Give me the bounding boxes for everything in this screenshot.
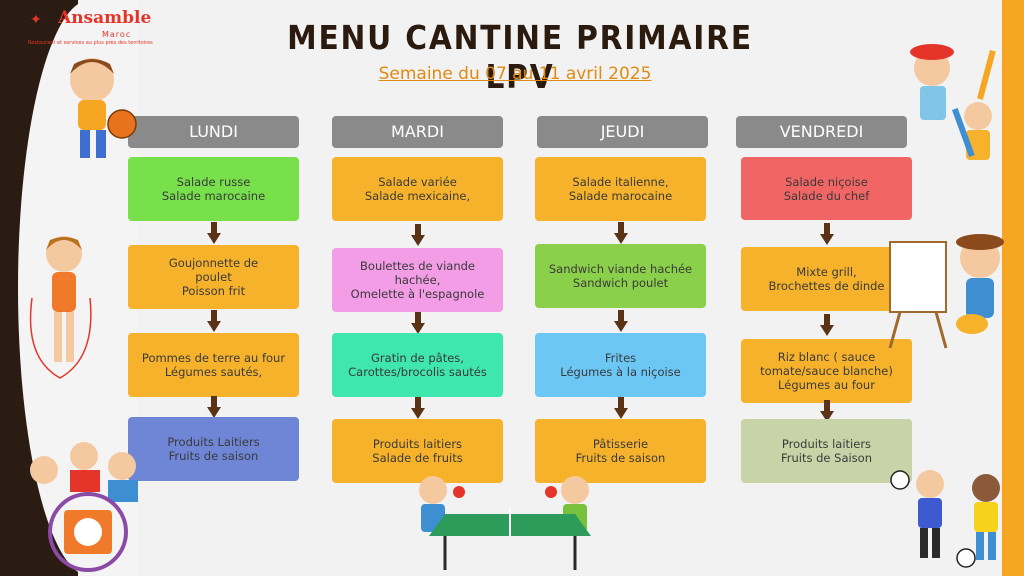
- jump-rope-girl-icon: [29, 236, 92, 379]
- basketball-kid-icon: [70, 58, 137, 158]
- right-decor-band: [1002, 0, 1024, 576]
- logo-tagline: Restaurant et services au plus près des …: [28, 40, 153, 46]
- ansamble-logo: ✦ Ansamble Maroc Restaurant et services …: [28, 8, 153, 48]
- arrow-down-icon: [613, 221, 628, 246]
- logo-sub: Maroc: [102, 30, 132, 39]
- painter-kids-pencils-icon: [910, 44, 996, 160]
- arrow-down-icon: [410, 397, 425, 421]
- menu-item-lundi-3: Pommes de terre au four Légumes sautés,: [128, 333, 299, 397]
- menu-item-lundi-4: Produits Laitiers Fruits de saison: [128, 417, 299, 481]
- menu-item-jeudi-3: Frites Légumes à la niçoise: [535, 333, 706, 397]
- menu-item-mardi-2: Boulettes de viande hachée, Omelette à l…: [332, 248, 503, 312]
- day-header-jeudi: JEUDI: [537, 116, 708, 148]
- day-header-mardi: MARDI: [332, 116, 503, 148]
- painter-boy-easel-icon: [888, 234, 1004, 349]
- arrow-down-icon: [410, 223, 425, 248]
- page-title: MENU CANTINE PRIMAIRE LPV: [287, 18, 753, 96]
- menu-item-lundi-2: Goujonnette de poulet Poisson frit: [128, 245, 299, 309]
- menu-item-vendredi-4: Produits laitiers Fruits de Saison: [741, 419, 912, 483]
- menu-item-vendredi-3: Riz blanc ( sauce tomate/sauce blanche) …: [741, 339, 912, 403]
- menu-item-jeudi-2: Sandwich viande hachée Sandwich poulet: [535, 244, 706, 308]
- page-subtitle: Semaine du 07 au 11 avril 2025: [378, 64, 652, 84]
- kids-lunch-plate-icon: [30, 442, 138, 572]
- day-header-vendredi: VENDREDI: [736, 116, 907, 148]
- menu-item-mardi-4: Produits laitiers Salade de fruits: [332, 419, 503, 483]
- menu-item-jeudi-4: Pâtisserie Fruits de saison: [535, 419, 706, 483]
- logo-mark-icon: ✦: [30, 12, 42, 28]
- menu-item-vendredi-1: Salade niçoise Salade du chef: [741, 157, 912, 220]
- arrow-down-icon: [819, 222, 834, 247]
- menu-item-mardi-1: Salade variée Salade mexicaine,: [332, 157, 503, 221]
- arrow-down-icon: [613, 397, 628, 421]
- arrow-down-icon: [206, 222, 221, 246]
- menu-item-jeudi-1: Salade italienne, Salade marocaine: [535, 157, 706, 221]
- logo-brand: Ansamble: [58, 8, 152, 28]
- arrow-down-icon: [819, 400, 834, 424]
- arrow-down-icon: [410, 311, 425, 336]
- arrow-down-icon: [819, 314, 834, 338]
- menu-item-vendredi-2: Mixte grill, Brochettes de dinde: [741, 247, 912, 311]
- arrow-down-icon: [206, 396, 221, 420]
- arrow-down-icon: [613, 309, 628, 334]
- arrow-down-icon: [206, 310, 221, 334]
- menu-item-mardi-3: Gratin de pâtes, Carottes/brocolis sauté…: [332, 333, 503, 397]
- ping-pong-kids-icon: [419, 476, 591, 570]
- football-kids-icon: [890, 470, 1000, 568]
- day-header-lundi: LUNDI: [128, 116, 299, 148]
- menu-item-lundi-1: Salade russe Salade marocaine: [128, 157, 299, 221]
